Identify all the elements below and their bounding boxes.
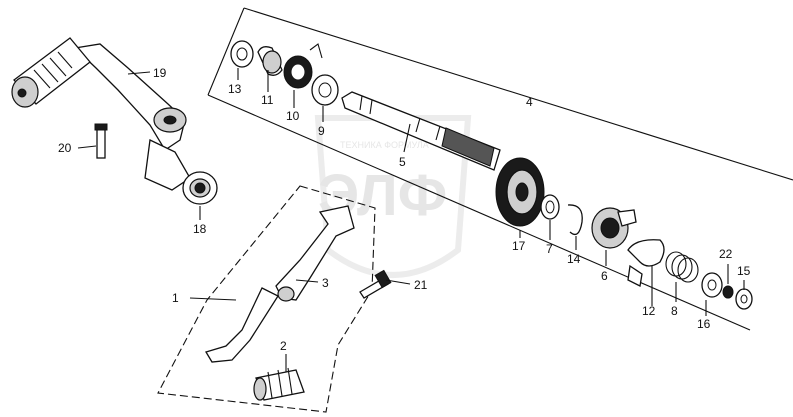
callout-3: 3: [322, 276, 329, 290]
callout-1: 1: [172, 291, 179, 305]
callout-16: 16: [697, 317, 711, 331]
callout-19: 19: [153, 66, 167, 80]
callout-13: 13: [228, 82, 242, 96]
callout-22: 22: [719, 247, 733, 261]
arm-bolt: [94, 123, 108, 159]
callout-17: 17: [512, 239, 526, 253]
pedal-1: [205, 287, 279, 363]
callout-7: 7: [546, 242, 553, 256]
kick-gear: [495, 157, 545, 227]
callout-18: 18: [193, 222, 207, 236]
callout-14: 14: [567, 252, 581, 266]
watermark-top-text: ТЕХНИКА ФОРМУЛА: [340, 140, 429, 150]
washer-22: [722, 285, 734, 299]
callout-9: 9: [318, 124, 325, 138]
pedal-rubber-2: [253, 367, 305, 401]
leader-lines: [77, 68, 745, 372]
callout-5: 5: [399, 155, 406, 169]
kick-shaft: [341, 91, 501, 171]
callout-20: 20: [58, 141, 72, 155]
callout-2: 2: [280, 339, 287, 353]
callout-15: 15: [737, 264, 751, 278]
callout-6: 6: [601, 269, 608, 283]
callout-4: 4: [526, 95, 533, 109]
callout-labels: 1 2 3 4 5 6 7 8 9 10 11 12 13 14 15 16 1…: [58, 66, 751, 353]
callout-21: 21: [414, 278, 428, 292]
spring-10: [283, 43, 323, 89]
spring-guide-12: [627, 239, 665, 287]
pedal-bolt-21: [359, 269, 392, 299]
ratchet-6: [591, 207, 637, 249]
kick-grip: [11, 37, 91, 108]
oil-seal: [182, 171, 218, 205]
callout-12: 12: [642, 304, 656, 318]
pedal-assembly-outline: [157, 185, 376, 413]
pedal-lever-3: [275, 205, 355, 302]
callout-11: 11: [261, 93, 274, 107]
callout-10: 10: [286, 109, 300, 123]
return-spring-8: [665, 251, 699, 283]
kick-arm: [73, 43, 191, 191]
circlip-14: [567, 204, 583, 236]
callout-8: 8: [671, 304, 678, 318]
collar-11: [257, 46, 283, 76]
shaft-assembly-outline: [207, 7, 793, 331]
